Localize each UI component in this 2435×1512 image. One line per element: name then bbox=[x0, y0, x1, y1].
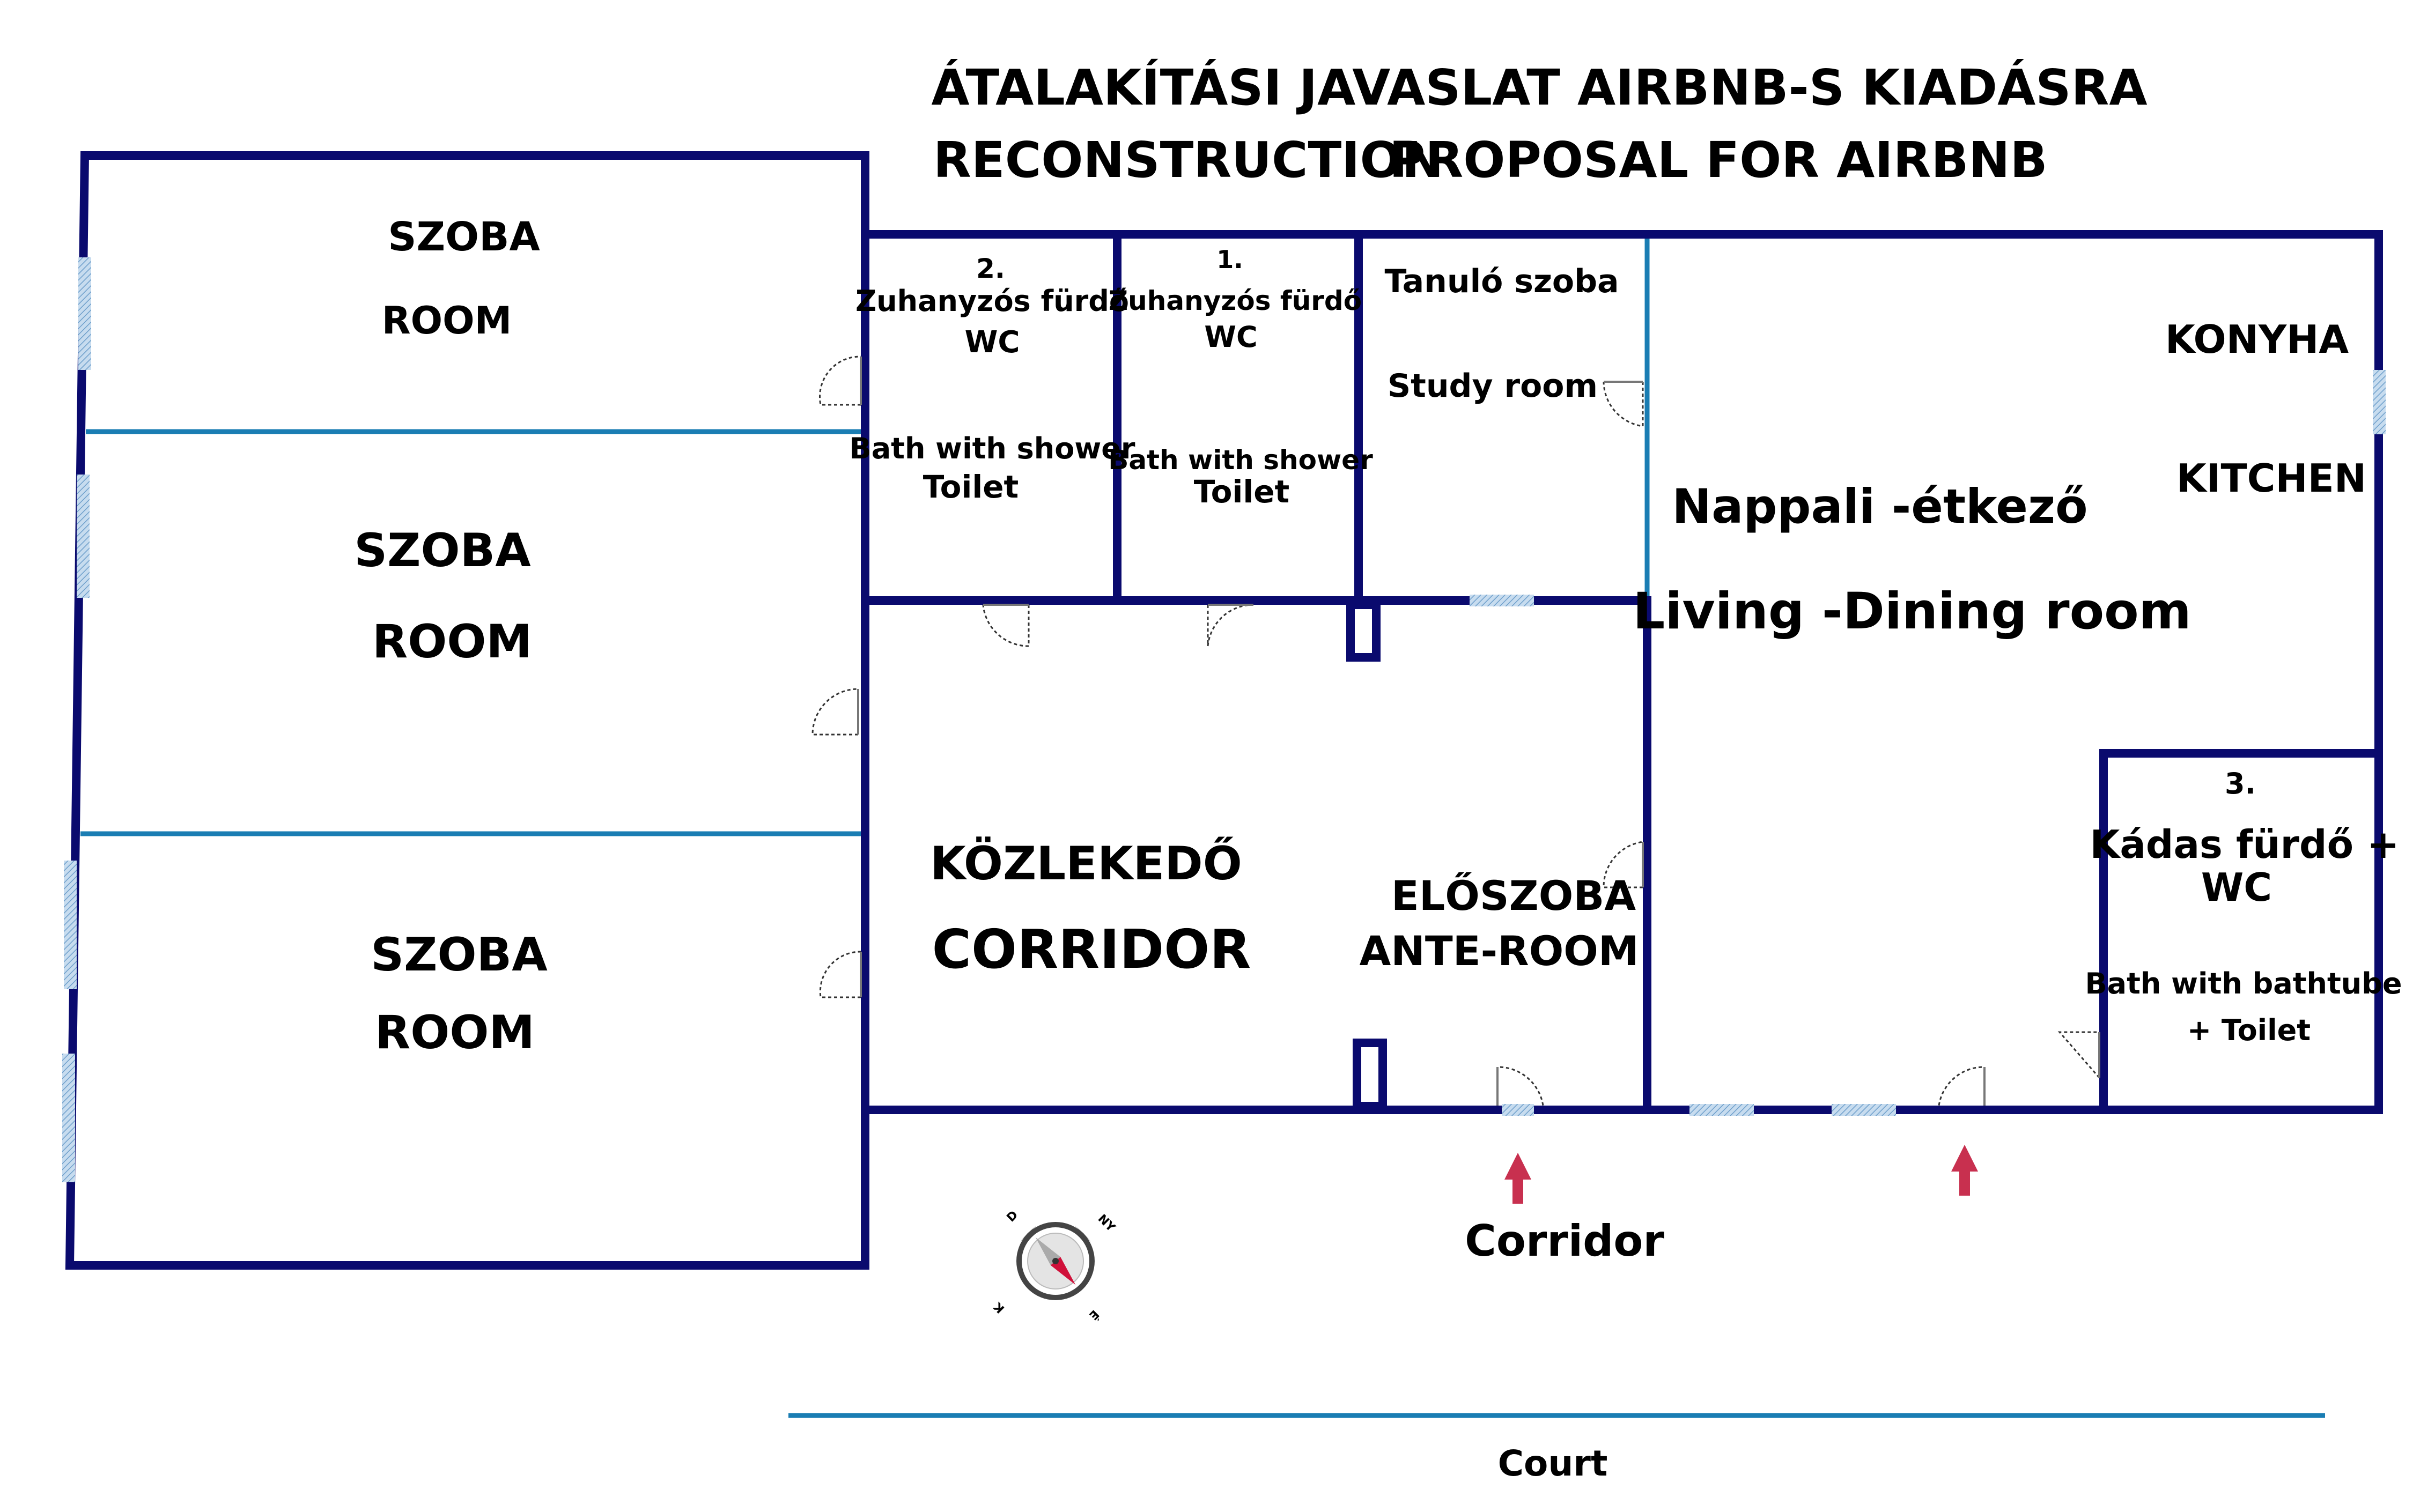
anteroom-label-hu: ELŐSZOBA bbox=[1391, 872, 1636, 920]
windows bbox=[62, 257, 2386, 1182]
bath2-number: 2. bbox=[976, 253, 1005, 284]
compass-label-d: D bbox=[1005, 1209, 1021, 1225]
entrance-arrow-living bbox=[1951, 1145, 1978, 1196]
compass: D NY K É bbox=[991, 1209, 1118, 1323]
court-label: Court bbox=[1498, 1443, 1608, 1484]
kitchen-label-hu: KONYHA bbox=[2165, 317, 2349, 362]
bath1-label-en2: Toilet bbox=[1194, 473, 1290, 510]
bath2-label-wc: WC bbox=[965, 325, 1020, 360]
study-label-en: Study room bbox=[1388, 367, 1598, 405]
outside-corridor-label: Corridor bbox=[1465, 1216, 1664, 1266]
bath2-label-hu: Zuhanyzós fürdő bbox=[855, 284, 1129, 318]
bath3-label-hu1: Kádas fürdő + bbox=[2090, 822, 2400, 867]
partition-lines bbox=[80, 231, 1650, 836]
compass-label-k: K bbox=[991, 1299, 1007, 1315]
study-label-hu: Tanuló szoba bbox=[1384, 263, 1619, 300]
title-line-2-part-1: RECONSTRUCTION bbox=[933, 131, 1443, 189]
compass-needle bbox=[1035, 1237, 1076, 1285]
compass-label-e: É bbox=[1086, 1307, 1102, 1323]
entrance-arrow-anteroom bbox=[1504, 1153, 1531, 1204]
bath1-label-en1: Bath with shower bbox=[1108, 444, 1373, 476]
title-line-1: ÁTALAKÍTÁSI JAVASLAT AIRBNB-S KIADÁSRA bbox=[931, 58, 2147, 116]
bath1-number: 1. bbox=[1216, 245, 1243, 274]
bath1-label-hu: Zuhanyzós fürdő bbox=[1109, 285, 1362, 316]
anteroom-label-en: ANTE-ROOM bbox=[1359, 927, 1639, 975]
corridor-label-en: CORRIDOR bbox=[932, 918, 1251, 981]
room-bot-label-hu: SZOBA bbox=[371, 928, 548, 982]
bath2-label-en1: Bath with shower bbox=[850, 432, 1135, 465]
door-leaves bbox=[857, 357, 2100, 1106]
room-mid-label-en: ROOM bbox=[372, 615, 532, 669]
bath1-label-wc: WC bbox=[1204, 320, 1257, 354]
doors bbox=[811, 355, 2100, 1106]
compass-label-ny: NY bbox=[1095, 1212, 1118, 1235]
bath3-label-en2: + Toilet bbox=[2187, 1013, 2311, 1047]
living-label-en: Living -Dining room bbox=[1633, 582, 2191, 641]
bath3-number: 3. bbox=[2225, 767, 2256, 801]
bath3-label-hu2: WC bbox=[2201, 865, 2272, 910]
title-line-2-part-2: PROPOSAL FOR AIRBNB bbox=[1389, 131, 2048, 189]
room-mid-label-hu: SZOBA bbox=[354, 524, 531, 577]
kitchen-label-en: KITCHEN bbox=[2176, 456, 2366, 501]
room-top-label-en: ROOM bbox=[382, 299, 512, 343]
walls bbox=[65, 151, 2383, 1270]
room-top-label-hu: SZOBA bbox=[388, 214, 540, 260]
room-bot-label-en: ROOM bbox=[375, 1006, 535, 1059]
corridor-label-hu: KÖZLEKEDŐ bbox=[930, 836, 1242, 891]
bath2-label-en2: Toilet bbox=[923, 469, 1019, 505]
living-label-hu: Nappali -étkező bbox=[1672, 479, 2087, 534]
bath3-label-en1: Bath with bathtube bbox=[2085, 967, 2402, 1000]
